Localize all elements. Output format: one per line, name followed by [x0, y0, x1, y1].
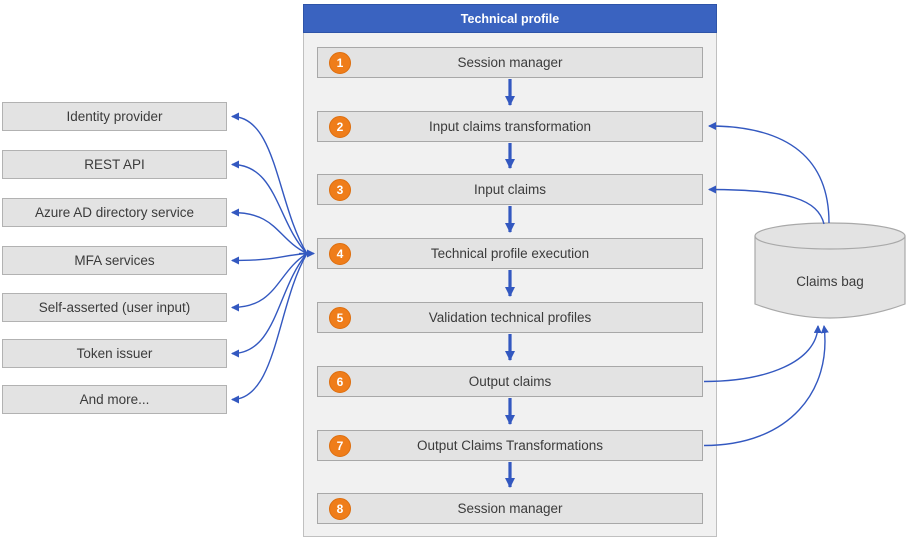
step-3-input-claims: 3 Input claims — [317, 174, 703, 205]
arrow-to-and-more — [231, 253, 308, 404]
step-4-technical-profile-execution: 4 Technical profile execution — [317, 238, 703, 269]
step-number-badge: 5 — [329, 306, 351, 329]
step-label: Output claims — [468, 374, 552, 389]
arrow-to-rest-api — [231, 160, 308, 254]
arrow-to-azure-ad-directory-service — [231, 208, 308, 255]
step-number-badge: 8 — [329, 497, 351, 520]
step-label: Output Claims Transformations — [416, 438, 604, 453]
step-1-session-manager: 1 Session manager — [317, 47, 703, 78]
step-number-badge: 4 — [329, 242, 351, 265]
step-7-output-claims-transformations: 7 Output Claims Transformations — [317, 430, 703, 461]
step-label: Technical profile execution — [430, 246, 590, 261]
step-label: Session manager — [457, 55, 563, 70]
claims-bag-label: Claims bag — [796, 274, 864, 289]
source-rest-api: REST API — [2, 150, 227, 179]
step-6-output-claims: 6 Output claims — [317, 366, 703, 397]
step-label: Input claims — [473, 182, 547, 197]
arrow-bag-to-input-claims-transformation — [708, 122, 830, 224]
arrow-bag-to-input-claims — [708, 185, 825, 225]
source-label: MFA services — [74, 253, 155, 268]
step-label: Input claims transformation — [428, 119, 592, 134]
source-mfa-services: MFA services — [2, 246, 227, 275]
arrow-to-token-issuer — [231, 253, 308, 358]
step-number-badge: 7 — [329, 434, 351, 457]
claims-bag-output-arrows — [703, 325, 829, 447]
arrow-to-identity-provider — [231, 112, 308, 254]
step-number-badge: 1 — [329, 51, 351, 74]
source-label: REST API — [84, 157, 145, 172]
step-number-badge: 6 — [329, 370, 351, 393]
source-label: Identity provider — [66, 109, 163, 124]
arrow-output-claims-to-bag — [703, 325, 822, 383]
source-label: Self-asserted (user input) — [38, 300, 191, 315]
technical-profile-title: Technical profile — [303, 4, 717, 33]
claims-bag-input-arrows — [708, 122, 830, 225]
arrow-output-claims-transformations-to-bag — [703, 325, 829, 447]
step-2-input-claims-transformation: 2 Input claims transformation — [317, 111, 703, 142]
source-self-asserted: Self-asserted (user input) — [2, 293, 227, 322]
step-number-badge: 2 — [329, 115, 351, 138]
source-label: And more... — [79, 392, 150, 407]
step-label: Validation technical profiles — [428, 310, 592, 325]
source-and-more: And more... — [2, 385, 227, 414]
step-number-badge: 3 — [329, 178, 351, 201]
execution-source-arrows — [231, 112, 315, 404]
step-label: Session manager — [457, 501, 563, 516]
step-8-session-manager: 8 Session manager — [317, 493, 703, 524]
step-5-validation-technical-profiles: 5 Validation technical profiles — [317, 302, 703, 333]
arrow-to-mfa-services — [231, 252, 308, 265]
source-identity-provider: Identity provider — [2, 102, 227, 131]
source-label: Token issuer — [76, 346, 153, 361]
arrow-to-self-asserted — [231, 252, 308, 312]
claims-bag-cylinder — [754, 222, 906, 319]
source-label: Azure AD directory service — [34, 205, 195, 220]
source-azure-ad-directory-service: Azure AD directory service — [2, 198, 227, 227]
source-token-issuer: Token issuer — [2, 339, 227, 368]
